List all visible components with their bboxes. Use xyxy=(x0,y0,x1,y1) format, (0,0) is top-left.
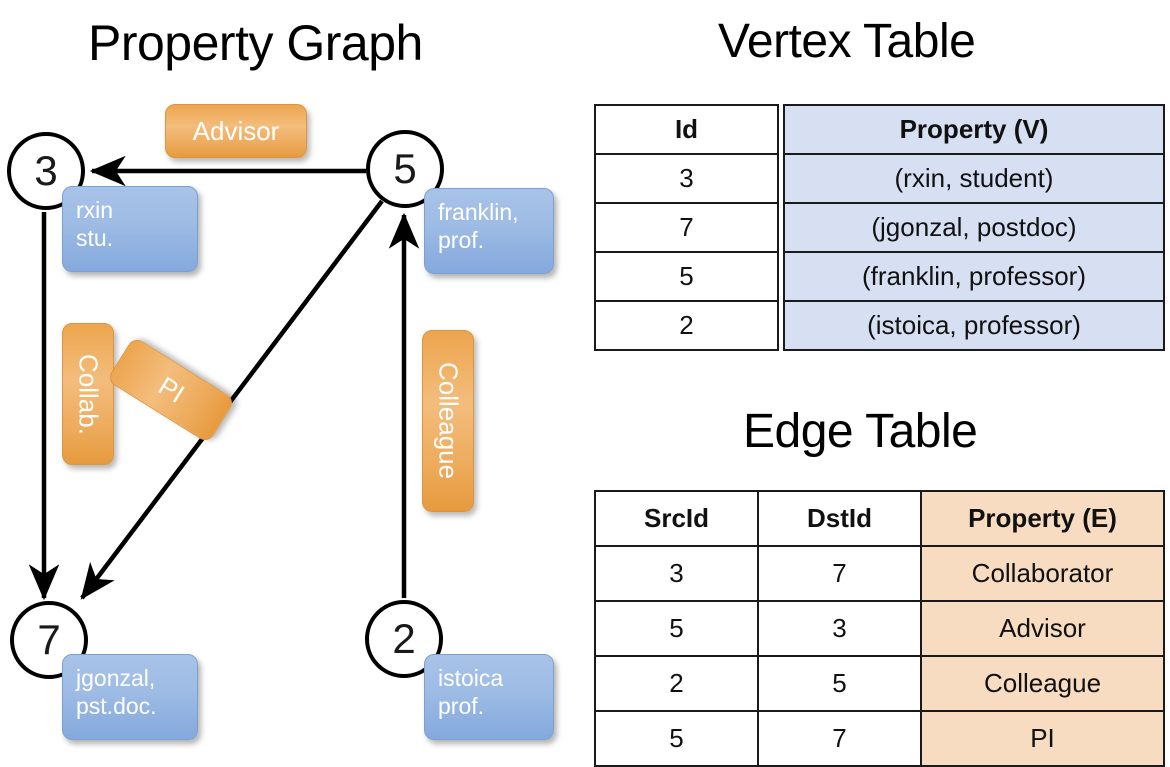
vertex-id-cell: 3 xyxy=(594,153,779,204)
table-header-row: Property (V) xyxy=(783,104,1165,155)
vertex-property-cell: (istoica, professor) xyxy=(783,300,1165,351)
table-header-row: SrcId DstId xyxy=(594,490,922,547)
edge-dst-cell: 7 xyxy=(757,545,922,602)
node-property-line-1: istoica xyxy=(438,665,504,691)
edge-table-header-srcid: SrcId xyxy=(594,490,759,547)
table-row: 3 7 xyxy=(594,545,922,602)
table-row: 5 xyxy=(594,251,779,302)
edge-src-cell: 3 xyxy=(594,545,759,602)
vertex-id-cell: 5 xyxy=(594,251,779,302)
page-title-vertex-table: Vertex Table xyxy=(718,15,976,68)
graph-edges-layer xyxy=(28,155,420,601)
edge-src-cell: 5 xyxy=(594,710,759,767)
graph-node-2[interactable]: 2 xyxy=(365,600,443,678)
table-row: 3 xyxy=(594,153,779,204)
node-property-line-2: prof. xyxy=(438,693,485,720)
vertex-table-header-property: Property (V) xyxy=(783,104,1165,155)
edge-table-src-dst-columns: SrcId DstId 3 7 5 3 2 5 5 7 xyxy=(594,490,922,767)
edge-table-property-column: Property (E) Collaborator Advisor Collea… xyxy=(920,490,1165,767)
node-property-line-2: stu. xyxy=(76,225,114,252)
vertex-property-cell: (jgonzal, postdoc) xyxy=(783,202,1165,253)
edge-src-cell: 5 xyxy=(594,600,759,657)
edge-dst-cell: 5 xyxy=(757,655,922,712)
edge-property-cell: Colleague xyxy=(920,655,1165,712)
table-row: Advisor xyxy=(920,600,1165,657)
table-row: Colleague xyxy=(920,655,1165,712)
edge-label-pi-text: PI xyxy=(152,370,190,409)
edge-label-colleague: Colleague xyxy=(422,330,474,512)
vertex-id-cell: 2 xyxy=(594,300,779,351)
table-row: 5 3 xyxy=(594,600,922,657)
table-row: (rxin, student) xyxy=(783,153,1165,204)
node-property-line-2: pst.doc. xyxy=(76,693,157,720)
edge-table-header-property: Property (E) xyxy=(920,490,1165,547)
table-row: PI xyxy=(920,710,1165,767)
vertex-table-header-id: Id xyxy=(594,104,779,155)
table-row: (franklin, professor) xyxy=(783,251,1165,302)
node-property-line-2: prof. xyxy=(438,227,485,254)
edge-label-advisor: Advisor xyxy=(165,104,307,158)
table-header-row: Id xyxy=(594,104,779,155)
vertex-property-cell: (franklin, professor) xyxy=(783,251,1165,302)
table-row: 2 5 xyxy=(594,655,922,712)
node-property-line-1: franklin, xyxy=(438,199,519,225)
node-property-box-jgonzal: jgonzal, pst.doc. xyxy=(62,654,198,740)
edge-5-to-7-pi xyxy=(80,199,384,600)
edge-table-header-dstid: DstId xyxy=(757,490,922,547)
node-property-line-1: jgonzal, xyxy=(76,665,156,691)
page-title-edge-table: Edge Table xyxy=(743,405,978,458)
table-row: (jgonzal, postdoc) xyxy=(783,202,1165,253)
table-header-row: Property (E) xyxy=(920,490,1165,547)
node-property-box-franklin: franklin, prof. xyxy=(424,188,554,274)
graph-node-5[interactable]: 5 xyxy=(366,130,444,208)
edge-label-collab: Collab. xyxy=(62,323,114,465)
node-property-line-1: rxin xyxy=(76,197,114,223)
node-property-box-rxin: rxin stu. xyxy=(62,186,198,272)
edge-property-cell: Advisor xyxy=(920,600,1165,657)
vertex-id-cell: 7 xyxy=(594,202,779,253)
table-row: 7 xyxy=(594,202,779,253)
table-row: 2 xyxy=(594,300,779,351)
edge-src-cell: 2 xyxy=(594,655,759,712)
vertex-property-cell: (rxin, student) xyxy=(783,153,1165,204)
edge-property-cell: PI xyxy=(920,710,1165,767)
table-row: (istoica, professor) xyxy=(783,300,1165,351)
vertex-table-property-column: Property (V) (rxin, student) (jgonzal, p… xyxy=(783,104,1165,351)
edge-dst-cell: 7 xyxy=(757,710,922,767)
table-row: Collaborator xyxy=(920,545,1165,602)
table-row: 5 7 xyxy=(594,710,922,767)
page-title-property-graph: Property Graph xyxy=(88,15,423,71)
edge-property-cell: Collaborator xyxy=(920,545,1165,602)
vertex-table-id-column: Id 3 7 5 2 xyxy=(594,104,779,351)
edge-dst-cell: 3 xyxy=(757,600,922,657)
node-property-box-istoica: istoica prof. xyxy=(424,654,554,740)
